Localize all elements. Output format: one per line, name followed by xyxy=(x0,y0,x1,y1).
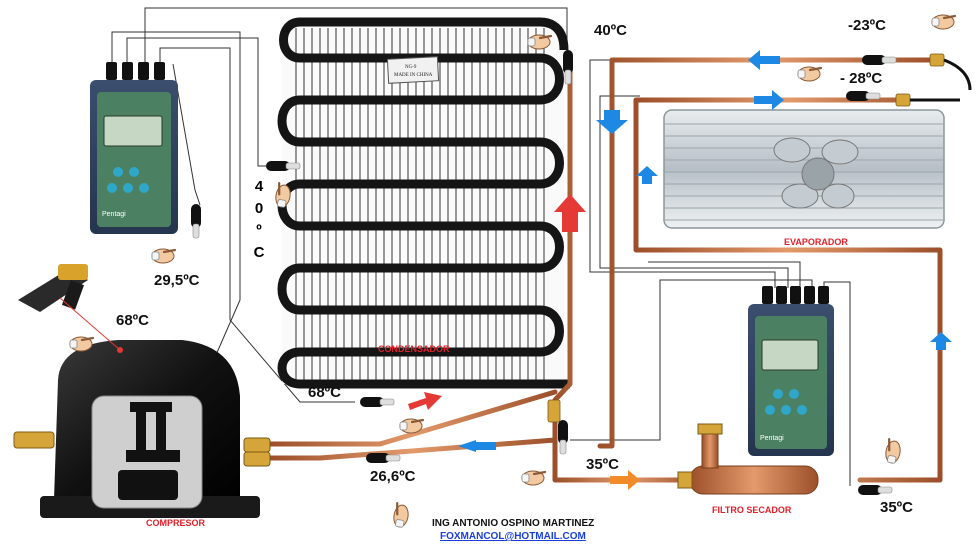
temp-condenser-outlet: 40ºC xyxy=(594,22,627,39)
temp-suction-probe: 29,5ºC xyxy=(154,272,200,289)
label-compressor: COMPRESOR xyxy=(146,518,206,528)
temp-evaporator-inlet: -23ºC xyxy=(848,17,886,34)
evaporator-fan xyxy=(773,137,859,209)
label-evaporator: EVAPORADOR xyxy=(784,237,848,247)
digital-thermometer-right: Pentagi xyxy=(748,286,834,456)
nameplate-line-2: MADE IN CHINA xyxy=(394,73,433,78)
author-credit: ING ANTONIO OSPINO MARTINEZ xyxy=(432,518,595,529)
compressor xyxy=(13,340,271,518)
nameplate-line-1: NG-9 xyxy=(405,65,417,70)
temp-evaporator-outlet: - 28ºC xyxy=(840,70,883,87)
temp-compressor-shell: 68ºC xyxy=(116,312,149,329)
temp-filter-outlet: 35ºC xyxy=(880,499,913,516)
digital-thermometer-left: Pentagi xyxy=(90,62,178,234)
label-filter: FILTRO SECADOR xyxy=(712,505,792,515)
thermometer-left-brand: Pentagi xyxy=(102,211,126,218)
probe-wires xyxy=(111,7,851,486)
temp-filter-inlet: 35ºC xyxy=(586,456,619,473)
label-condenser: CONDENSADOR xyxy=(378,344,450,354)
evaporator xyxy=(663,109,945,229)
condenser: NG-9 MADE IN CHINA xyxy=(277,17,570,389)
temp-vertical-char-2: 0 xyxy=(254,200,264,217)
temp-condenser-mid-vertical: 4 0 º C xyxy=(252,176,266,264)
author-email-link[interactable]: FOXMANCOL@HOTMAIL.COM xyxy=(440,531,586,542)
compressor-cutaway-piston xyxy=(118,402,180,500)
thermometer-right-brand: Pentagi xyxy=(760,435,784,442)
ir-thermometer-icon xyxy=(18,264,123,353)
temp-discharge-line: 68ºC xyxy=(308,384,341,401)
temp-vertical-char-1: 4 xyxy=(254,178,264,195)
temp-vertical-char-3: º xyxy=(256,222,262,239)
temp-suction-line: 26,6ºC xyxy=(370,468,416,485)
temp-vertical-char-4: C xyxy=(253,244,265,261)
filter-drier xyxy=(677,423,819,495)
flow-arrow-icons xyxy=(408,50,952,490)
